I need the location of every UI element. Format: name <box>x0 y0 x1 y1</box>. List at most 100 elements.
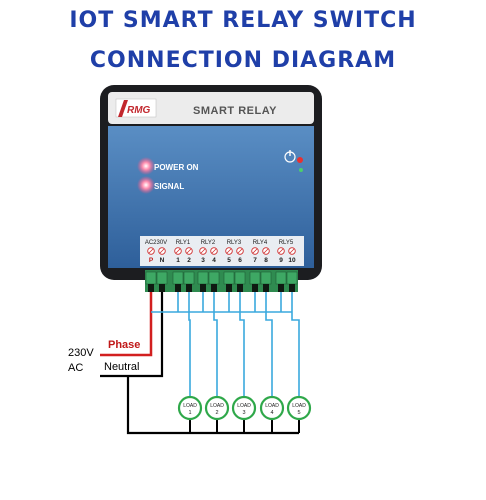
load-ring-icon <box>204 395 230 421</box>
neutral-return-wire <box>126 376 299 435</box>
load-output-wire <box>239 292 245 397</box>
terminal-screw-slot <box>175 248 181 254</box>
terminal-screw-slot <box>263 248 269 254</box>
load-ring-icon <box>286 395 312 421</box>
terminal-group-label: RLY4 <box>253 240 268 246</box>
load-output-wire <box>291 292 300 397</box>
load-number: 5 <box>297 410 300 416</box>
load-label: LOAD <box>210 403 224 409</box>
load-output-wire <box>213 292 218 397</box>
terminal-screw-housing <box>183 271 195 285</box>
load-label: LOAD <box>237 403 251 409</box>
wiring <box>100 292 300 435</box>
terminal-screw-housing <box>197 271 209 285</box>
load-number: 2 <box>215 410 218 416</box>
diagram-title-line-2: CONNECTION DIAGRAM <box>89 48 397 73</box>
load-label: LOAD <box>183 403 197 409</box>
terminal-number-label: 5 <box>227 257 231 264</box>
terminal-screw-housing <box>172 271 184 285</box>
terminal-block-body <box>145 270 298 292</box>
terminal-wire-entry <box>289 284 295 292</box>
terminal-number-label: 10 <box>288 257 296 264</box>
terminal-screw-housing <box>286 271 298 285</box>
terminal-screw-housing <box>249 271 261 285</box>
status-led-icon <box>297 157 303 163</box>
terminal-screw-housing <box>208 271 220 285</box>
brand-logo-mark <box>118 100 128 117</box>
terminal-wire-entry <box>263 284 269 292</box>
terminal-screw-housing <box>275 271 287 285</box>
terminal-screw-slot <box>289 248 295 254</box>
terminal-wire-entry <box>175 284 181 292</box>
terminal-wire-entry <box>252 284 258 292</box>
terminal-number-label: P <box>149 257 154 264</box>
load-ring-icon <box>177 395 203 421</box>
load-label: LOAD <box>292 403 306 409</box>
load-ring-icon <box>231 395 257 421</box>
terminal-group-label: RLY5 <box>279 240 294 246</box>
terminal-block <box>145 270 298 292</box>
phase-label: Phase <box>108 339 140 351</box>
terminal-screw-housing <box>260 271 272 285</box>
load-number: 1 <box>188 410 191 416</box>
load-output-wire <box>188 292 191 397</box>
signal-label: SIGNAL <box>154 182 184 191</box>
terminal-wire-entry <box>226 284 232 292</box>
terminal-screw-housing <box>234 271 246 285</box>
neutral-wire <box>100 292 164 378</box>
phase-wire <box>100 292 153 357</box>
device-label-strip <box>108 92 314 124</box>
terminal-screw-housing <box>156 271 168 285</box>
terminal-label-strip <box>140 236 304 266</box>
load-output-wire <box>265 292 273 397</box>
network-led-icon <box>299 168 303 172</box>
load-ring-icon <box>259 395 285 421</box>
terminal-group-label: RLY2 <box>201 240 216 246</box>
terminal-screw-slot <box>252 248 258 254</box>
supply-voltage-label: 230V <box>68 347 94 359</box>
terminal-screw-slot <box>186 248 192 254</box>
load-number: 3 <box>242 410 245 416</box>
terminal-wire-entry <box>148 284 154 292</box>
power-on-label: POWER ON <box>154 163 199 172</box>
terminal-screw-slot <box>237 248 243 254</box>
diagram-title-line-1: IOT SMART RELAY SWITCH <box>69 8 417 33</box>
terminal-screw-slot <box>148 248 154 254</box>
load-number: 4 <box>270 410 273 416</box>
neutral-label: Neutral <box>104 361 139 373</box>
terminal-screw-slot <box>278 248 284 254</box>
terminal-screw-slot <box>200 248 206 254</box>
terminal-screw-housing <box>145 271 157 285</box>
signal-led-icon <box>137 176 155 194</box>
power-led-icon <box>137 157 155 175</box>
terminal-screw-housing <box>223 271 235 285</box>
load-label: LOAD <box>265 403 279 409</box>
terminal-screw-slot <box>226 248 232 254</box>
terminal-wire-entry <box>186 284 192 292</box>
terminal-screw-slot <box>211 248 217 254</box>
terminal-wire-entry <box>159 284 165 292</box>
terminal-group-label: RLY1 <box>176 240 191 246</box>
terminal-number-label: 3 <box>201 257 205 264</box>
supply-type-label: AC <box>68 362 83 374</box>
terminal-group-label: RLY3 <box>227 240 242 246</box>
terminal-number-label: N <box>160 257 165 264</box>
terminal-wire-entry <box>200 284 206 292</box>
power-button-icon[interactable] <box>284 150 296 163</box>
terminal-number-label: 1 <box>176 257 180 264</box>
terminal-wire-entry <box>278 284 284 292</box>
terminal-number-label: 6 <box>238 257 242 264</box>
terminal-number-label: 7 <box>253 257 257 264</box>
terminal-number-label: 4 <box>212 257 216 264</box>
terminal-number-label: 2 <box>187 257 191 264</box>
terminal-number-label: 9 <box>279 257 283 264</box>
terminal-group-label: AC230V <box>145 240 167 246</box>
terminal-wire-entry <box>237 284 243 292</box>
